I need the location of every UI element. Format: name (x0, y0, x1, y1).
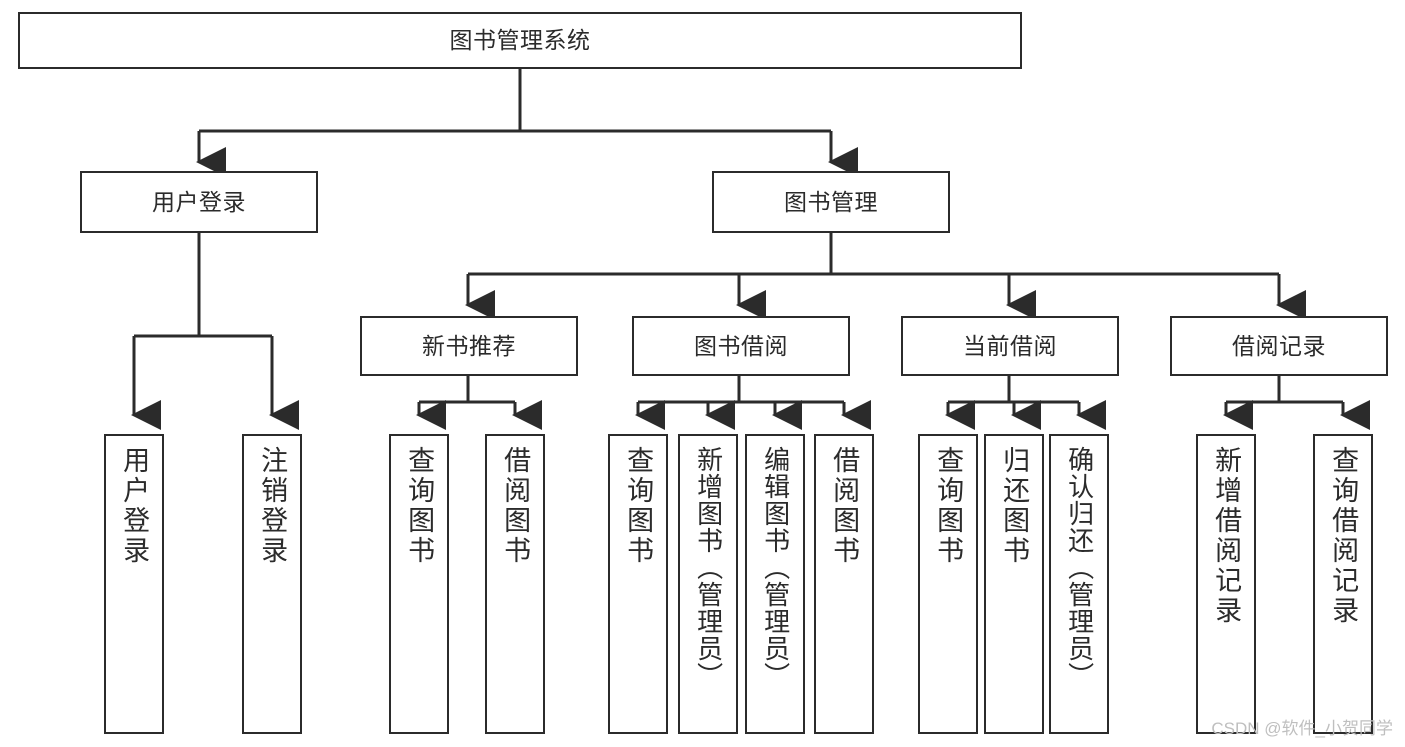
node-label: 借阅图书 (829, 446, 860, 566)
leaf-borrow-record-add-record[interactable]: 新增借阅记录 (1196, 434, 1256, 734)
node-label: 借阅图书 (500, 446, 531, 566)
watermark-text: CSDN @软件_小贺同学 (1211, 719, 1393, 738)
node-root-book-management-system[interactable]: 图书管理系统 (18, 12, 1022, 69)
leaf-book-borrow-query-books[interactable]: 查询图书 (608, 434, 668, 734)
node-label: 查询图书 (933, 446, 964, 566)
node-label: 图书管理 (784, 188, 878, 215)
leaf-book-borrow-borrow-books[interactable]: 借阅图书 (814, 434, 874, 734)
node-label: 用户登录 (119, 446, 150, 566)
node-label: 查询图书 (623, 446, 654, 566)
leaf-current-borrow-query-books[interactable]: 查询图书 (918, 434, 978, 734)
node-label: 新增借阅记录 (1211, 446, 1242, 626)
leaf-borrow-record-query-record[interactable]: 查询借阅记录 (1313, 434, 1373, 734)
node-user-login[interactable]: 用户登录 (80, 171, 318, 233)
node-new-book-recommendation[interactable]: 新书推荐 (360, 316, 578, 376)
node-label: 借阅记录 (1232, 332, 1326, 359)
node-label: 确认归还（管理员） (1064, 446, 1095, 689)
leaf-book-borrow-edit-book-admin[interactable]: 编辑图书（管理员） (745, 434, 805, 734)
node-label: 查询图书 (404, 446, 435, 566)
node-book-borrowing[interactable]: 图书借阅 (632, 316, 850, 376)
leaf-book-borrow-add-book-admin[interactable]: 新增图书（管理员） (678, 434, 738, 734)
leaf-current-borrow-return-books[interactable]: 归还图书 (984, 434, 1044, 734)
node-label: 归还图书 (999, 446, 1030, 566)
node-label: 编辑图书（管理员） (760, 446, 791, 689)
node-label: 新增图书（管理员） (693, 446, 724, 689)
leaf-new-book-query-books[interactable]: 查询图书 (389, 434, 449, 734)
node-label: 注销登录 (257, 446, 288, 566)
node-current-borrowing[interactable]: 当前借阅 (901, 316, 1119, 376)
node-label: 新书推荐 (422, 332, 516, 359)
node-label: 图书借阅 (694, 332, 788, 359)
node-label: 用户登录 (152, 188, 246, 215)
leaf-user-login-login[interactable]: 用户登录 (104, 434, 164, 734)
node-borrow-records[interactable]: 借阅记录 (1170, 316, 1388, 376)
node-book-management[interactable]: 图书管理 (712, 171, 950, 233)
node-label: 查询借阅记录 (1328, 446, 1359, 626)
node-label: 图书管理系统 (449, 27, 591, 53)
node-label: 当前借阅 (963, 332, 1057, 359)
leaf-new-book-borrow-books[interactable]: 借阅图书 (485, 434, 545, 734)
leaf-current-borrow-confirm-return-admin[interactable]: 确认归还（管理员） (1049, 434, 1109, 734)
leaf-user-login-logout[interactable]: 注销登录 (242, 434, 302, 734)
